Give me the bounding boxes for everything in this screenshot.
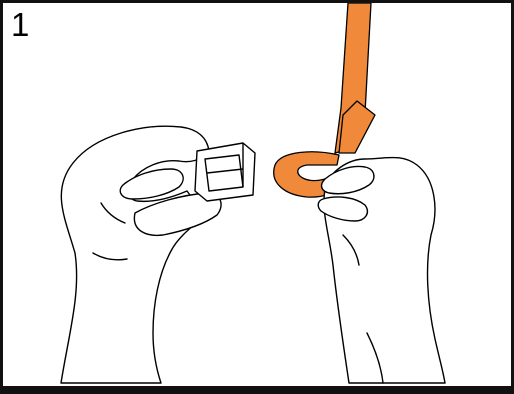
left-hand-palm-and-arm: [61, 126, 209, 383]
plastic-buckle: [195, 143, 255, 201]
strap-threading-illustration: [3, 3, 511, 386]
buckle-outer-frame: [195, 143, 255, 201]
step-number: 1: [11, 7, 29, 43]
right-hand: [318, 158, 445, 384]
